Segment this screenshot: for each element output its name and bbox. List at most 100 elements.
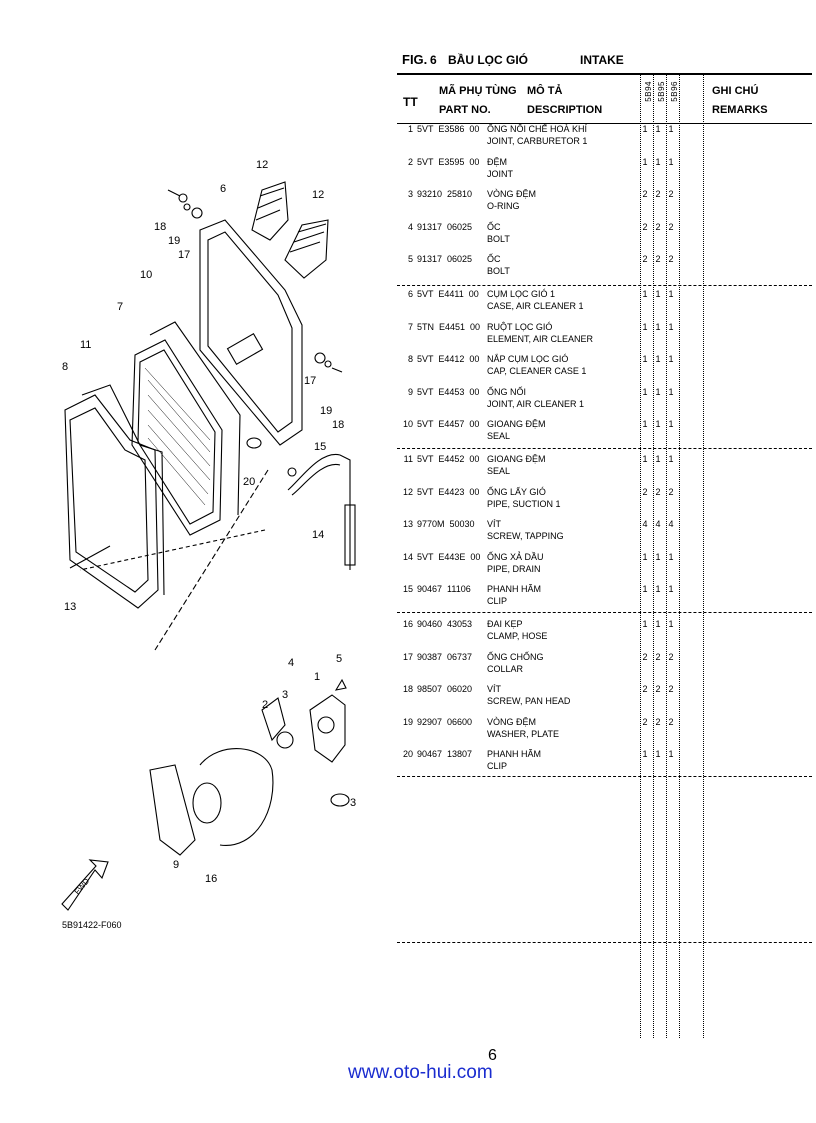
callout-3: 3 <box>350 797 356 809</box>
col-tt: TT <box>403 95 418 109</box>
quantity-cell: 2 <box>668 684 674 695</box>
quantity-cell: 2 <box>655 651 661 662</box>
description-vn: VÒNG ĐỆM <box>487 716 537 727</box>
callout-18: 18 <box>154 221 166 233</box>
quantity-cell: 1 <box>668 124 674 134</box>
row-number: 17 <box>402 651 413 662</box>
col-desc-en: DESCRIPTION <box>527 104 603 116</box>
row-number: 12 <box>402 486 413 497</box>
quantity-cell: 2 <box>642 684 648 695</box>
description-vn: VÍT <box>487 684 502 695</box>
quantity-cell: 4 <box>655 519 661 530</box>
row-number: 20 <box>402 749 413 760</box>
quantity-cell: 2 <box>655 189 661 200</box>
col-part-no-en: PART NO. <box>439 104 491 116</box>
seal-11 <box>81 384 165 596</box>
quantity-cell: 2 <box>668 189 674 200</box>
part-number: 92907 06600 <box>417 716 473 727</box>
row-number: 7 <box>407 321 413 332</box>
quantity-cell: 1 <box>642 124 648 134</box>
quantity-cell: 2 <box>642 486 648 497</box>
callout-9: 9 <box>173 859 179 871</box>
callout-13: 13 <box>64 601 76 613</box>
col-divider <box>679 74 680 1038</box>
description-en: BOLT <box>487 266 510 277</box>
joint-gasket <box>261 697 286 742</box>
row-number: 10 <box>402 419 413 430</box>
quantity-cell: 1 <box>642 386 648 397</box>
group-separator <box>397 285 812 286</box>
quantity-cell: 2 <box>642 189 648 200</box>
quantity-cell: 1 <box>668 454 674 464</box>
row-number: 8 <box>407 354 413 365</box>
quantity-cell: 1 <box>642 321 648 332</box>
callout-15: 15 <box>314 441 326 453</box>
description-en: PIPE, DRAIN <box>487 563 541 574</box>
description-en: CLIP <box>487 596 508 607</box>
quantity-cell: 2 <box>642 254 648 265</box>
callout-12: 12 <box>312 189 324 201</box>
description-en: COLLAR <box>487 663 524 674</box>
quantity-cell: 1 <box>642 551 648 562</box>
group-separator <box>397 942 812 943</box>
col-desc-vn: MÔ TẢ <box>527 85 563 97</box>
drain-pipe <box>287 454 351 570</box>
row-number: 5 <box>407 254 413 265</box>
part-number: 93210 25810 <box>417 189 473 200</box>
row-number: 1 <box>407 124 413 134</box>
quantity-cell: 2 <box>655 716 661 727</box>
parts-table: TT MÃ PHỤ TÙNG PART NO. MÔ TẢ DESCRIPTIO… <box>397 73 812 1040</box>
carburetor-joint <box>309 694 346 763</box>
quantity-cell: 1 <box>655 124 661 134</box>
fig-number: 6 <box>430 53 437 67</box>
col-model-2: 5B95 <box>657 81 666 102</box>
description-en: CASE, AIR CLEANER 1 <box>487 301 584 311</box>
quantity-cell: 2 <box>642 221 648 232</box>
quantity-cell: 1 <box>642 354 648 365</box>
description-en: PIPE, SUCTION 1 <box>487 498 561 509</box>
row-number: 9 <box>407 386 413 397</box>
row-number: 3 <box>407 189 413 200</box>
description-vn: VÍT <box>487 519 502 530</box>
description-vn: ỐC <box>487 221 501 232</box>
part-number: 90387 06737 <box>417 651 473 662</box>
quantity-cell: 1 <box>655 321 661 332</box>
description-vn: ỐNG XẢ DẦU <box>487 551 544 562</box>
callout-20: 20 <box>243 476 255 488</box>
description-vn: PHANH HÃM <box>487 584 542 595</box>
col-divider <box>640 74 641 1038</box>
description-en: SEAL <box>487 431 511 442</box>
part-number: 91317 06025 <box>417 254 473 265</box>
description-en: CLAMP, HOSE <box>487 631 548 641</box>
exploded-parts-diagram: 12 12 6 18 19 17 10 7 11 8 17 19 18 15 2… <box>61 159 356 911</box>
description-en: SCREW, TAPPING <box>487 531 564 542</box>
callout-19: 19 <box>320 405 332 417</box>
callout-1: 1 <box>314 671 320 683</box>
description-vn: ỐC <box>487 254 501 265</box>
quantity-cell: 1 <box>655 584 661 595</box>
row-number: 11 <box>403 454 413 464</box>
callout-2: 2 <box>262 699 268 711</box>
footer-website-link[interactable]: www.oto-hui.com <box>348 1062 493 1083</box>
quantity-cell: 4 <box>642 519 648 530</box>
description-vn: GIOANG ĐỆM <box>487 454 546 464</box>
part-number: 5VT E4453 00 <box>417 386 480 397</box>
callout-6: 6 <box>220 183 226 195</box>
